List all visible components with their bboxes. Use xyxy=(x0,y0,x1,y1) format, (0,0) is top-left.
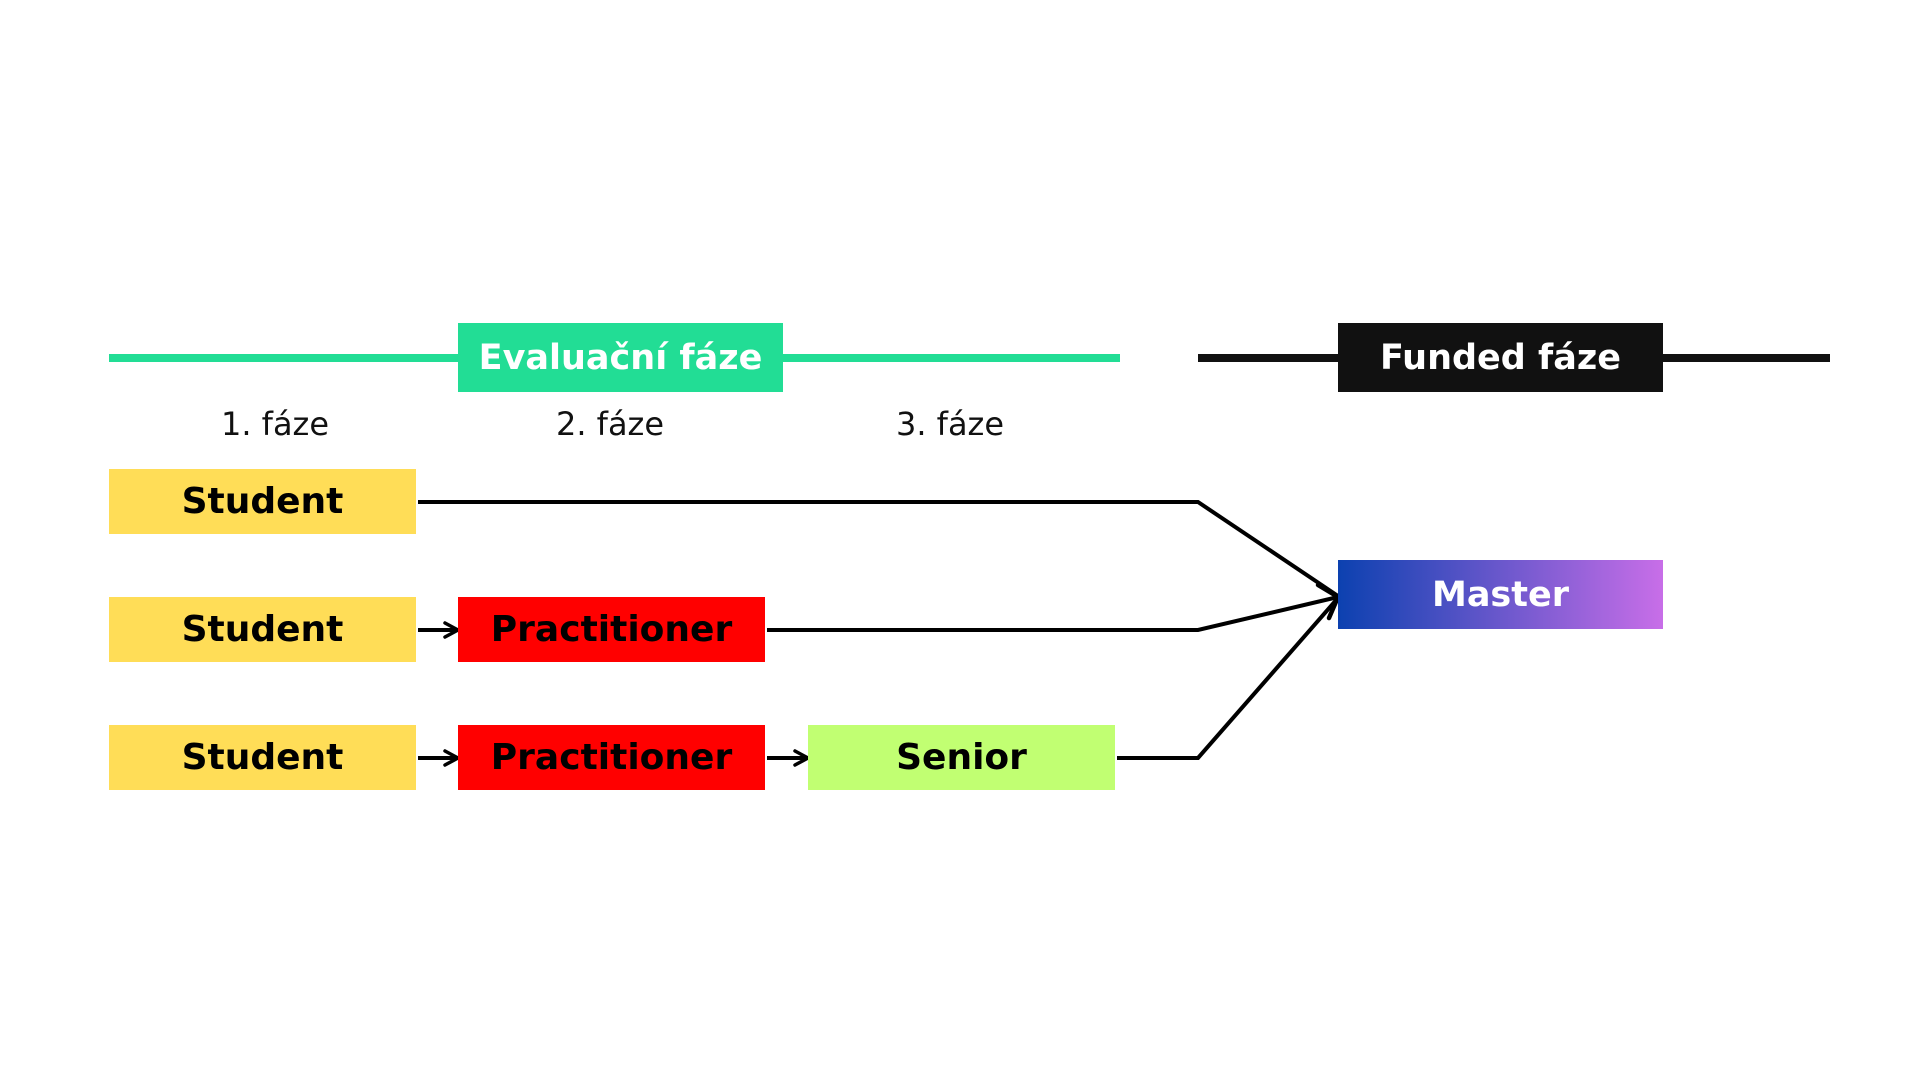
funded-phase-header: Funded fáze xyxy=(1338,323,1663,392)
row3-senior-box: Senior xyxy=(808,725,1115,790)
connector-row3-to-master xyxy=(1117,596,1340,760)
phase-label-3: 3. fáze xyxy=(895,405,1005,443)
row3-practitioner-box: Practitioner xyxy=(458,725,765,790)
row2-practitioner-box: Practitioner xyxy=(458,597,765,662)
evaluation-phase-header: Evaluační fáze xyxy=(458,323,783,392)
connector-row1-to-master xyxy=(418,500,1340,598)
row1-student-box: Student xyxy=(109,469,416,534)
row2-student-box: Student xyxy=(109,597,416,662)
master-box: Master xyxy=(1338,560,1663,629)
connector-row2-to-master xyxy=(767,595,1339,632)
phase-label-1: 1. fáze xyxy=(220,405,330,443)
row3-student-box: Student xyxy=(109,725,416,790)
phase-label-2: 2. fáze xyxy=(555,405,665,443)
